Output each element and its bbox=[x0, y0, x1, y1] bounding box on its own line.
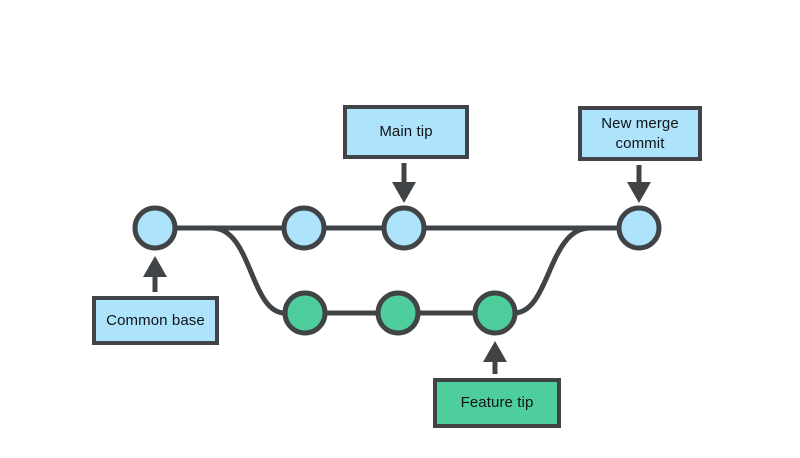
edge-merge-curve bbox=[511, 225, 593, 316]
node-merge-commit[interactable] bbox=[616, 205, 662, 251]
label-box-common-base[interactable]: Common base bbox=[92, 296, 219, 345]
arrow-feature-tip bbox=[483, 341, 507, 374]
node-main-tip[interactable] bbox=[381, 205, 427, 251]
label-box-new-merge-commit[interactable]: New merge commit bbox=[578, 106, 702, 161]
edge-branch-off-curve bbox=[209, 225, 288, 316]
arrow-common-base bbox=[143, 256, 167, 292]
label-arrows bbox=[143, 163, 651, 374]
node-common-base[interactable] bbox=[132, 205, 178, 251]
node-feature-commit-1[interactable] bbox=[282, 290, 328, 336]
arrow-main-tip bbox=[392, 163, 416, 203]
main-branch-nodes bbox=[132, 205, 662, 251]
branch-edges bbox=[172, 225, 622, 316]
node-feature-tip[interactable] bbox=[472, 290, 518, 336]
arrow-merge-commit bbox=[627, 165, 651, 203]
node-feature-commit-2[interactable] bbox=[375, 290, 421, 336]
label-box-feature-tip[interactable]: Feature tip bbox=[433, 378, 561, 428]
label-box-main-tip[interactable]: Main tip bbox=[343, 105, 469, 159]
node-main-commit-1[interactable] bbox=[281, 205, 327, 251]
feature-branch-nodes bbox=[282, 290, 518, 336]
